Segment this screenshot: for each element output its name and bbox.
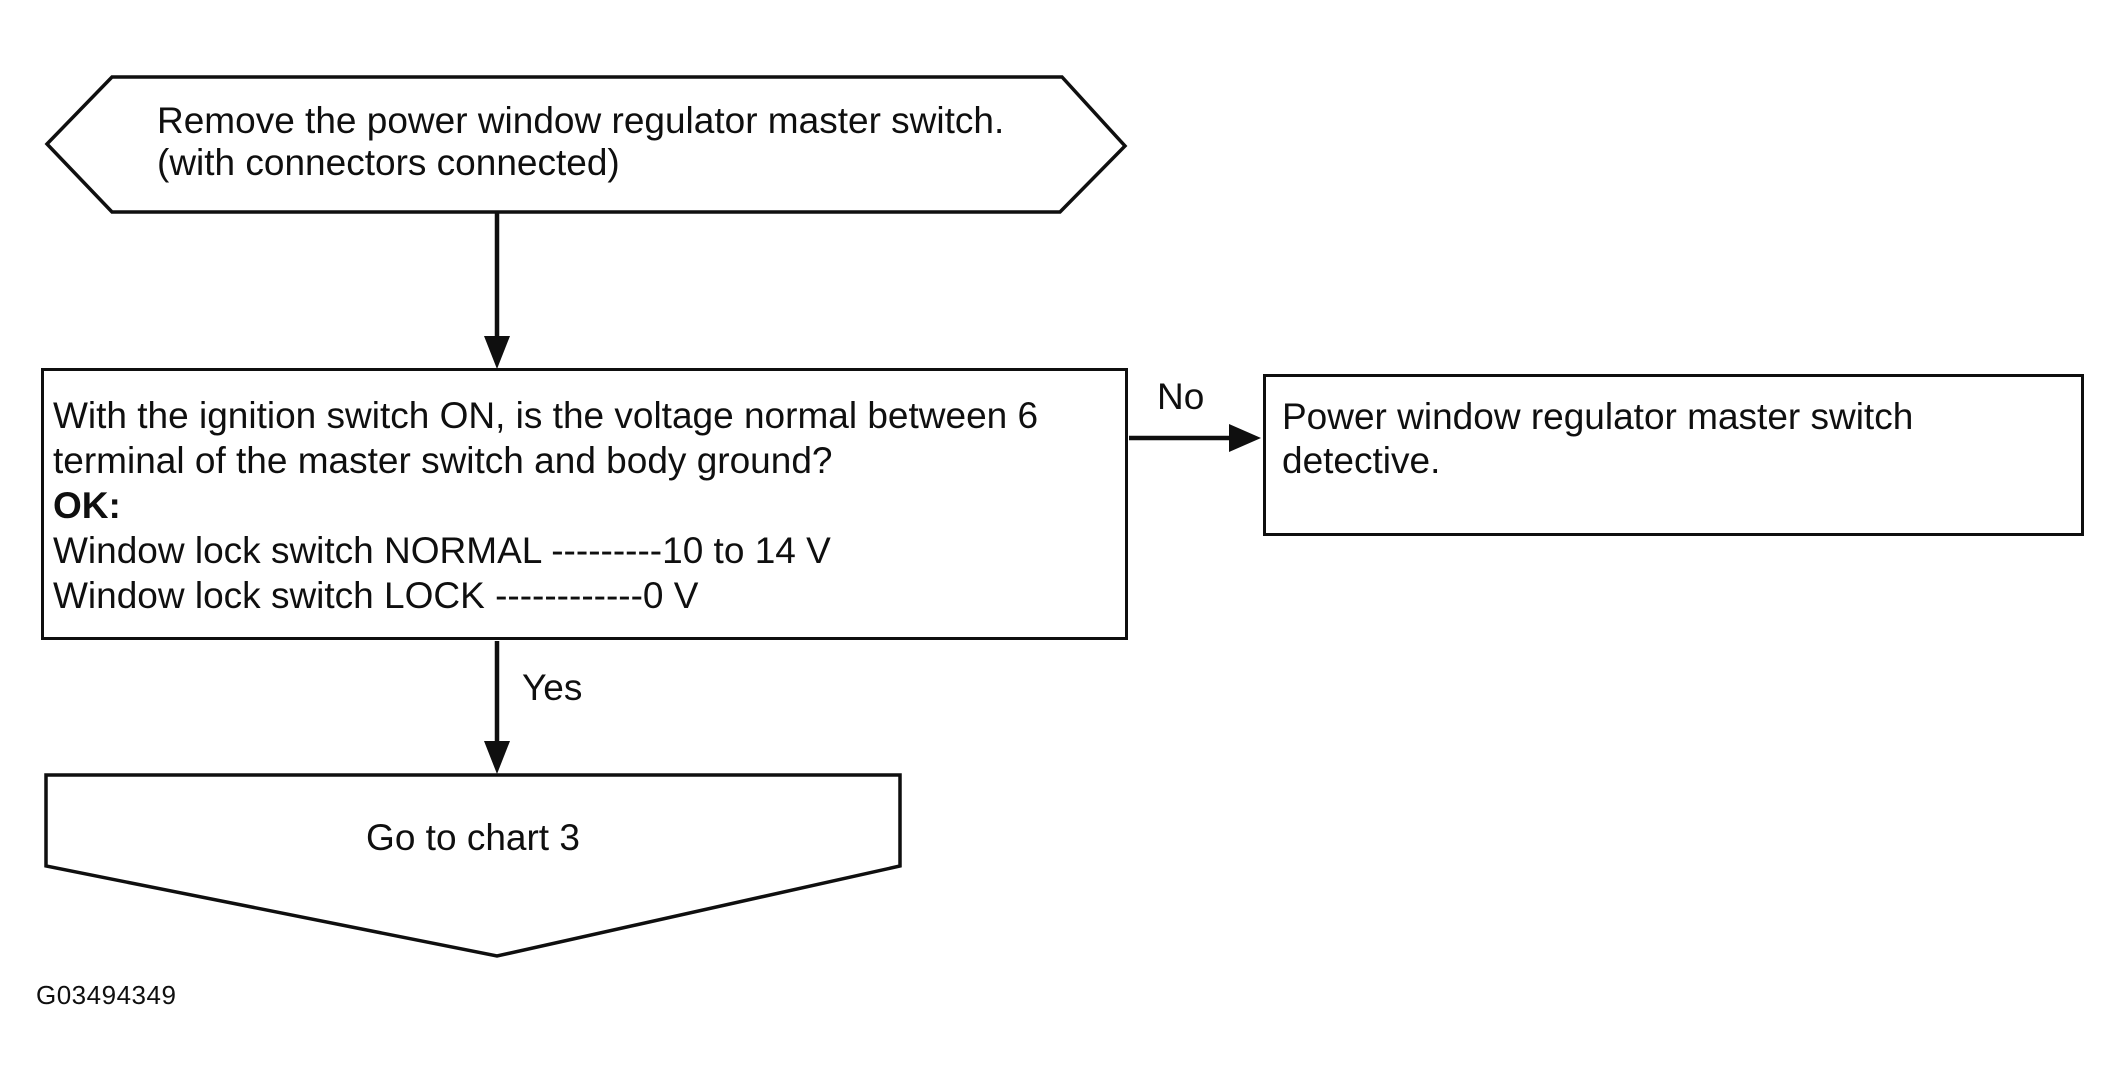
figure-id-label: G03494349 [36, 980, 177, 1010]
yes-edge-label: Yes [522, 667, 583, 708]
start-terminator-shape [44, 75, 1128, 214]
decision-ok-label: OK: [53, 485, 121, 526]
goto-chart-label: Go to chart 3 [366, 817, 580, 858]
start-node-line-1: Remove the power window regulator master… [157, 100, 1005, 141]
start-to-decision-arrowhead [484, 336, 510, 369]
decision-normal-voltage-line: Window lock switch NORMAL ---------10 to… [53, 530, 831, 571]
no-arrowhead [1229, 424, 1261, 452]
decision-box: With the ignition switch ON, is the volt… [41, 368, 1128, 640]
yes-arrowhead [484, 741, 510, 774]
no-result-box: Power window regulator master switch det… [1263, 374, 2084, 536]
start-node-text: Remove the power window regulator master… [157, 100, 1004, 183]
no-result-line-2: detective. [1282, 440, 1441, 481]
decision-line-2: terminal of the master switch and body g… [53, 440, 833, 481]
decision-lock-voltage-line: Window lock switch LOCK ------------0 V [53, 575, 699, 616]
start-node-line-2: (with connectors connected) [157, 141, 620, 183]
goto-chart-shape [44, 773, 902, 958]
no-edge-label: No [1157, 376, 1205, 417]
decision-line-1: With the ignition switch ON, is the volt… [53, 395, 1039, 436]
no-result-line-1: Power window regulator master switch [1282, 396, 1914, 437]
